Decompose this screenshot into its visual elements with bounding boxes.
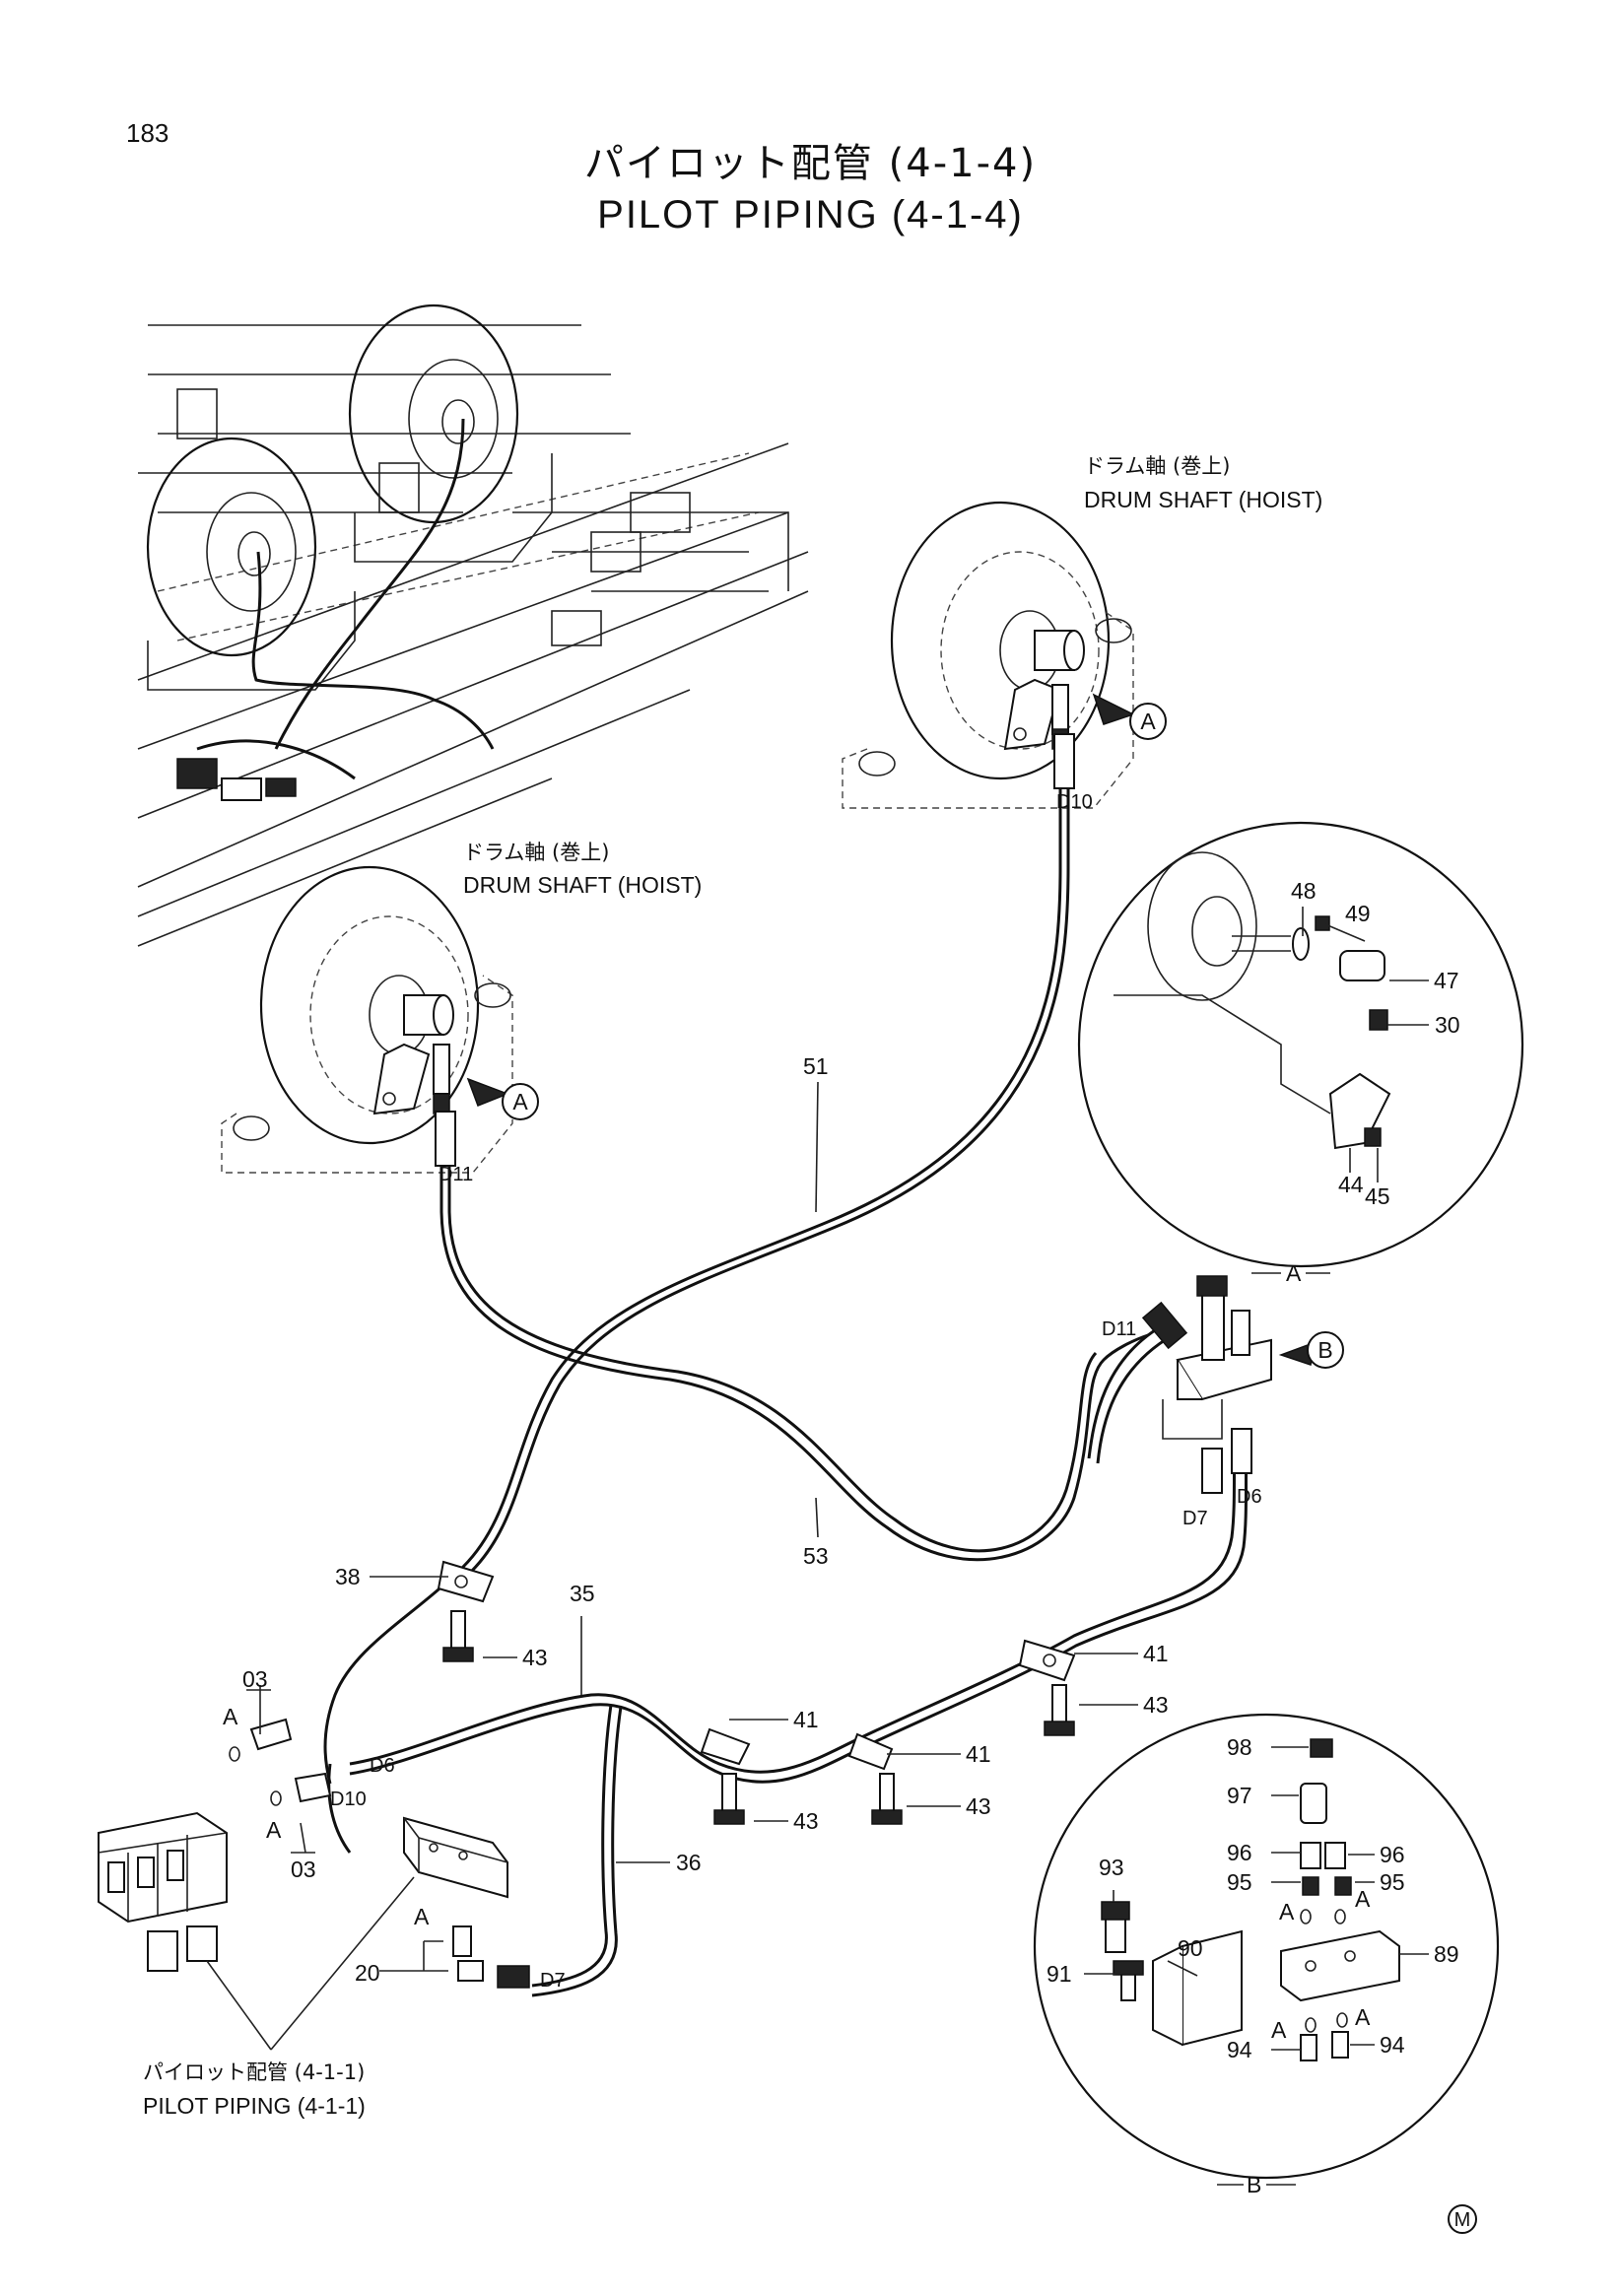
part-label-98: 98 [1227,1734,1252,1760]
caption-drum-shaft-lower-jp: ドラム軸 (巻上) [463,841,609,864]
view-letter-a-b1: A [1279,1899,1295,1925]
view-letter-a-b4: A [1355,2004,1371,2030]
view-letter-a-03-lower: A [266,1817,282,1843]
part-label-20: 20 [355,1960,380,1986]
caption-drum-shaft-lower-en: DRUM SHAFT (HOIST) [463,872,702,898]
part-label-41-a: 41 [793,1707,819,1732]
part-label-91: 91 [1047,1961,1072,1987]
part-label-96-right: 96 [1380,1842,1405,1867]
title-english: PILOT PIPING (4-1-4) [597,193,1024,236]
part-label-35: 35 [570,1581,595,1606]
hose-code-d10-left: D10 [330,1789,367,1810]
title-japanese: パイロット配管 (4-1-4) [583,141,1038,186]
part-label-94-left: 94 [1227,2037,1252,2062]
part-label-95-left: 95 [1227,1869,1252,1895]
caption-drum-shaft-upper-jp: ドラム軸 (巻上) [1084,454,1230,478]
view-letter-a-b3: A [1271,2017,1287,2043]
part-label-43-c: 43 [966,1793,991,1819]
model-marker-m: M [1448,2204,1477,2234]
part-label-89: 89 [1434,1941,1459,1967]
detail-caption-b: B [1247,2172,1261,2197]
hose-code-d11-b: D11 [1102,1318,1136,1340]
svg-text:A: A [1140,709,1156,734]
upper-drum-shaft-illustration [842,501,1134,809]
part-label-43-d: 43 [1143,1692,1169,1718]
part-label-49: 49 [1345,901,1371,926]
page-number: 183 [126,118,169,148]
part-label-44: 44 [1338,1172,1364,1197]
part-label-94-right: 94 [1380,2032,1405,2058]
part-label-45: 45 [1365,1183,1390,1209]
part-label-41-b: 41 [966,1741,991,1767]
part-label-97: 97 [1227,1783,1252,1808]
view-letter-a-20: A [414,1904,430,1929]
part-label-03-lower: 03 [291,1857,316,1882]
svg-text:B: B [1317,1337,1332,1363]
part-label-43-a: 43 [522,1645,548,1670]
view-letter-a-03-upper: A [223,1704,238,1729]
hose-routing [323,733,1250,1997]
hose-code-d10-upper: D10 [1056,791,1093,813]
page-title: パイロット配管 (4-1-4) PILOT PIPING (4-1-4) [0,138,1621,240]
part-label-90: 90 [1178,1935,1203,1961]
detail-view-a [1077,821,1524,1268]
view-marker-b: B [1307,1331,1344,1369]
hose-code-d6-left: D6 [370,1755,395,1777]
part-label-95-right: 95 [1380,1869,1405,1895]
part-label-93: 93 [1099,1855,1124,1880]
part-label-47: 47 [1434,968,1459,993]
machine-overview-illustration [137,304,809,947]
lower-drum-shaft-illustration [221,865,513,1174]
view-letter-a-b2: A [1355,1886,1371,1912]
part-label-41-c: 41 [1143,1641,1169,1666]
svg-text:A: A [512,1089,528,1114]
detail-caption-a: A [1286,1260,1302,1286]
control-valve-stack [98,1718,332,1972]
part-label-51: 51 [803,1053,829,1079]
view-marker-a-lower: A [502,1083,539,1120]
caption-pilot-piping-ref-en: PILOT PIPING (4-1-1) [143,2093,366,2119]
hose-code-d6-b: D6 [1237,1486,1262,1508]
view-marker-a-upper: A [1129,703,1167,740]
part-label-53: 53 [803,1543,829,1569]
caption-pilot-piping-ref-jp: パイロット配管 (4-1-1) [143,2060,365,2084]
clamps [437,1560,1076,1825]
junction-block [403,1816,530,1989]
part-label-03-upper: 03 [242,1666,268,1692]
hose-code-d11-lower: D11 [439,1164,473,1185]
part-label-36: 36 [676,1850,702,1875]
svg-text:M: M [1454,2209,1471,2231]
part-label-38: 38 [335,1564,361,1589]
manifold-block-b [1162,1275,1272,1494]
part-label-30: 30 [1435,1012,1460,1038]
hose-code-d7-left: D7 [540,1970,566,1992]
part-label-96-left: 96 [1227,1840,1252,1865]
part-label-43-b: 43 [793,1808,819,1834]
detail-view-b [1033,1713,1500,2180]
hose-code-d7-b: D7 [1182,1508,1208,1529]
part-label-48: 48 [1291,878,1317,904]
caption-drum-shaft-upper-en: DRUM SHAFT (HOIST) [1084,487,1322,512]
leader-lines [246,907,1429,2051]
view-arrows [466,693,1317,1366]
